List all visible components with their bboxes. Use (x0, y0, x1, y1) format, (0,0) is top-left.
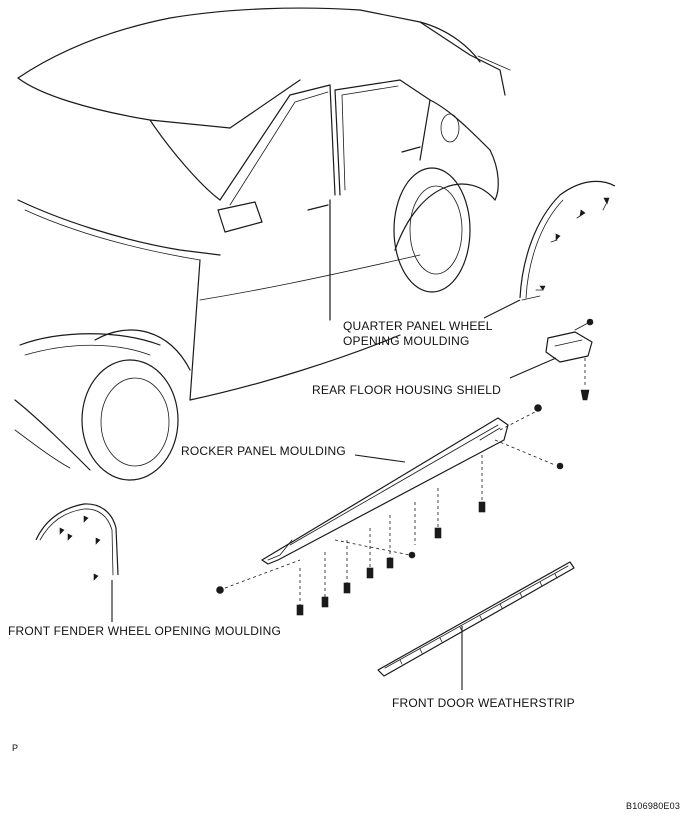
label-quarter-panel-wheel-opening-moulding-line2: OPENING MOULDING (343, 334, 470, 348)
figure-code: B106980E03 (626, 801, 681, 811)
label-rear-floor-housing-shield: REAR FLOOR HOUSING SHIELD (312, 383, 502, 397)
label-rocker-panel-moulding: ROCKER PANEL MOULDING (181, 444, 346, 458)
label-front-fender-wheel-opening-moulding: FRONT FENDER WHEEL OPENING MOULDING (8, 624, 282, 638)
corner-mark: P (12, 743, 19, 753)
label-quarter-panel-wheel-opening-moulding-line1: QUARTER PANEL WHEEL (343, 319, 493, 333)
label-front-door-weatherstrip: FRONT DOOR WEATHERSTRIP (392, 696, 575, 710)
